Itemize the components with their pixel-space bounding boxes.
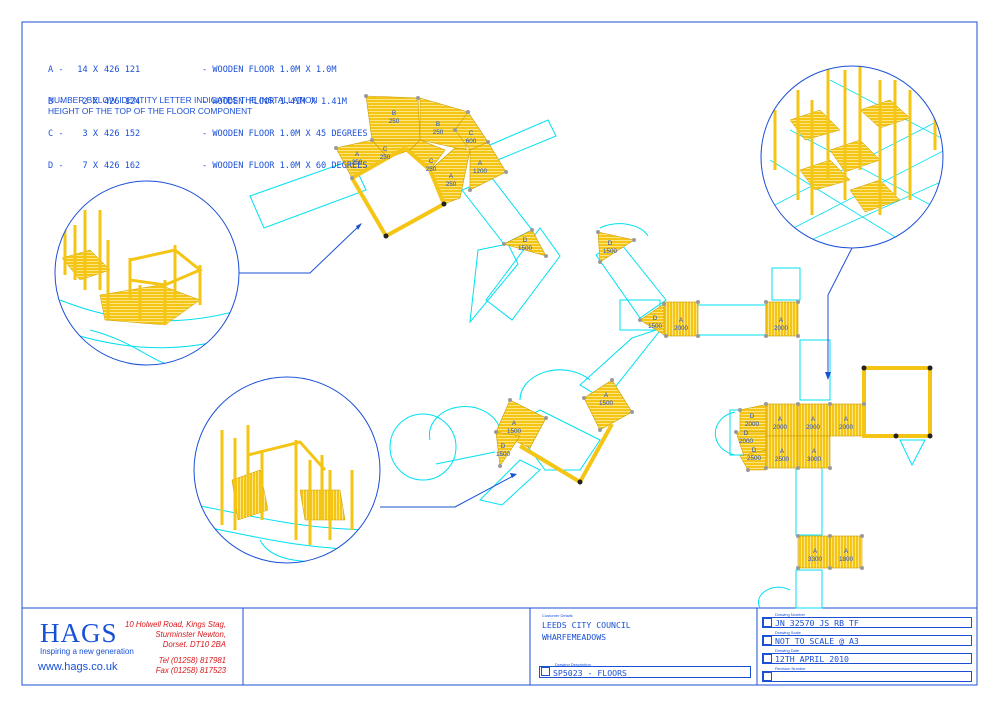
floor-chain-center [495, 229, 799, 485]
calendar-icon [763, 654, 772, 663]
floor-height-label: 2000 [745, 421, 760, 428]
floor-height-label: 2000 [806, 424, 821, 431]
floor-id-label: D [752, 447, 757, 454]
floor-id-label: A [778, 416, 783, 423]
company-address: 10 Holwell Road, Kings Stag, Sturminster… [125, 620, 226, 675]
revision-box [762, 671, 972, 682]
floor-height-label: 1500 [603, 248, 618, 255]
floor-id-label: A [512, 420, 517, 427]
floor-id-label: D [501, 443, 506, 450]
customer-caption: Customer Details [542, 613, 573, 618]
sheet-border [21, 21, 978, 686]
floor-height-label: 2000 [839, 424, 854, 431]
floor-height-label: 600 [466, 138, 477, 145]
company-website[interactable]: www.hags.co.uk [38, 661, 118, 673]
customer-name: LEEDS CITY COUNCIL [542, 620, 631, 630]
floor-id-label: A [811, 416, 816, 423]
floor-id-label: A [844, 416, 849, 423]
revision-icon [763, 672, 772, 681]
floor-id-label: C [383, 146, 388, 153]
detail-view-1-outline [54, 180, 240, 366]
date-caption: Drawing Date [775, 648, 800, 653]
floor-id-label: C [429, 158, 434, 165]
callout-leaders [237, 224, 853, 508]
number-box [762, 617, 972, 628]
floor-height-label: 2500 [775, 456, 790, 463]
floor-height-label: 250 [426, 166, 437, 173]
scale-icon [763, 636, 772, 645]
height-note: NUMBER BELOW IDENTITY LETTER INDICATES T… [48, 95, 318, 116]
description-icon [541, 667, 550, 676]
floor-id-label: C [469, 130, 474, 137]
floor-id-label: D [608, 240, 613, 247]
floor-id-label: A [780, 448, 785, 455]
post-markers [334, 94, 933, 570]
floor-id-label: D [750, 413, 755, 420]
description-caption: Drawing Description [555, 662, 591, 667]
company-tagline: Inspiring a new generation [40, 647, 134, 656]
detail-view-2-outline [193, 376, 381, 564]
company-logo: HAGS [40, 618, 118, 648]
number-caption: Drawing Number [775, 612, 806, 617]
floor-height-label: 2000 [774, 325, 789, 332]
revision-caption: Revision Number [775, 666, 806, 671]
site-name: WHARFEMEADOWS [542, 632, 607, 642]
floor-id-label: A [844, 548, 849, 555]
floor-height-label: 1500 [496, 451, 511, 458]
drawing-date: 12TH APRIL 2010 [775, 654, 849, 664]
floor-height-label: 2500 [747, 455, 762, 462]
floor-id-label: A [604, 392, 609, 399]
floor-id-label: A [679, 317, 684, 324]
floor-id-label: B [392, 110, 396, 117]
floor-id-label: A [813, 548, 818, 555]
floor-height-label: 250 [433, 129, 444, 136]
drawing-scale: NOT TO SCALE @ A3 [775, 636, 859, 646]
scale-caption: Drawing Scale [775, 630, 801, 635]
floor-id-label: A [812, 448, 817, 455]
floor-height-label: 2000 [773, 424, 788, 431]
drawing-number: JN 32570 JS RB TF [775, 618, 859, 628]
floor-height-label: 1800 [839, 556, 854, 563]
floor-id-label: A [478, 160, 483, 167]
description-box [539, 666, 751, 678]
detail-view-3-outline [760, 65, 944, 249]
date-box [762, 653, 972, 664]
floor-id-label: A [449, 173, 454, 180]
floor-cluster-top [335, 95, 507, 239]
floor-id-label: A [355, 151, 360, 158]
detail-view-3 [761, 66, 943, 248]
floor-height-label: 1500 [507, 428, 522, 435]
floor-height-label: 3300 [808, 556, 823, 563]
floor-id-label: D [653, 315, 658, 322]
detail-view-2 [194, 377, 380, 563]
floor-height-label: 1500 [518, 245, 533, 252]
floor-id-label: B [436, 121, 440, 128]
floor-height-label: 1500 [648, 323, 663, 330]
floor-height-label: 250 [446, 181, 457, 188]
floor-height-label: 1200 [473, 168, 488, 175]
floor-id-label: D [523, 237, 528, 244]
drawing-number-icon [763, 618, 772, 627]
floor-height-label: 2000 [674, 325, 689, 332]
detail-view-1 [55, 181, 239, 365]
floor-id-label: D [744, 430, 749, 437]
floor-id-label: A [779, 317, 784, 324]
floor-cluster-right [735, 366, 932, 569]
floor-height-label: 3000 [807, 456, 822, 463]
floor-height-label: 250 [389, 118, 400, 125]
floor-height-label: 1500 [599, 400, 614, 407]
floor-height-label: 250 [380, 154, 391, 161]
floor-height-label: 2000 [739, 438, 754, 445]
drawing-description: SP5023 - FLOORS [553, 668, 627, 678]
scale-box [762, 635, 972, 646]
floor-height-label: 250 [352, 159, 363, 166]
